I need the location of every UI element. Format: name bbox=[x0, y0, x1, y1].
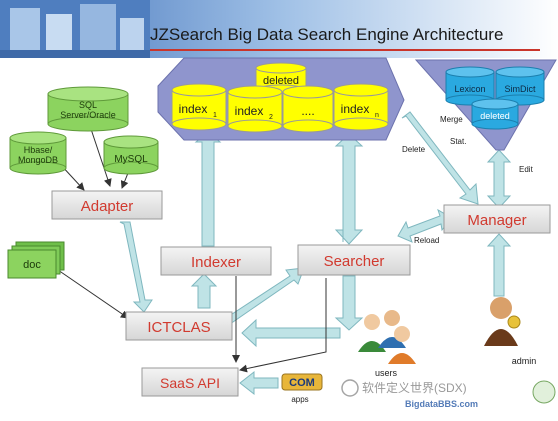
dict-deleted-cylinder: deleted bbox=[471, 98, 519, 130]
searcher-box: Searcher bbox=[297, 244, 411, 276]
saas-label: SaaS API bbox=[160, 375, 220, 391]
index1-subscript: 1 bbox=[213, 112, 217, 119]
line-sql-adapter bbox=[89, 125, 112, 187]
adapter-label: Adapter bbox=[81, 198, 134, 215]
index-store-cylinders: deleted index 1 index 2 .... bbox=[171, 62, 389, 133]
dict-deleted-label: deleted bbox=[480, 111, 510, 121]
dots-label: .... bbox=[301, 104, 314, 118]
admin-icon bbox=[484, 297, 521, 346]
admin-label: admin bbox=[512, 356, 537, 366]
doc-label: doc bbox=[23, 259, 41, 271]
index2-label: index bbox=[235, 104, 264, 118]
indexer-label: Indexer bbox=[191, 254, 241, 271]
users-icon bbox=[358, 310, 416, 364]
arrow-manager-dict bbox=[486, 149, 512, 209]
arrow-ictclas-indexer bbox=[190, 273, 218, 309]
hbase-db: Hbase/ MongoDB bbox=[9, 131, 67, 175]
watermark-cn: 软件定义世界(SDX) bbox=[362, 380, 467, 395]
stat-label: Stat. bbox=[450, 137, 466, 146]
edit-label: Edit bbox=[519, 165, 534, 174]
mysql-db: MySQL bbox=[103, 135, 159, 175]
line-searcher-saas bbox=[239, 278, 327, 373]
arrow-indexer-to-index bbox=[194, 131, 222, 247]
index1-cylinder: index 1 bbox=[171, 83, 227, 131]
sql-db: SQL Server/Oracle bbox=[47, 86, 129, 132]
simdict-label: SimDict bbox=[505, 84, 536, 94]
watermark-site: BigdataBBS.com bbox=[405, 399, 478, 409]
page-title: JZSearch Big Data Search Engine Architec… bbox=[150, 25, 503, 44]
watermark: 软件定义世界(SDX) BigdataBBS.com bbox=[341, 379, 556, 409]
flow-arrows bbox=[119, 111, 512, 396]
arrow-adapter-ictclas bbox=[119, 221, 153, 313]
adapter-box: Adapter bbox=[51, 190, 163, 220]
dict-cylinders: Lexicon SimDict deleted bbox=[445, 66, 545, 130]
doc-stack: doc bbox=[7, 241, 65, 279]
merge-label: Merge bbox=[440, 115, 463, 124]
apps-icon: COM bbox=[281, 373, 323, 391]
indexn-label: index bbox=[341, 102, 370, 116]
indexn-subscript: n bbox=[375, 112, 379, 119]
ictclas-label: ICTCLAS bbox=[147, 319, 210, 336]
arrow-manager-index bbox=[401, 111, 479, 205]
arrow-apps-saas bbox=[239, 370, 279, 396]
indexer-box: Indexer bbox=[160, 246, 272, 276]
index2-subscript: 2 bbox=[269, 114, 273, 121]
users-label: users bbox=[375, 368, 398, 378]
deleted-label: deleted bbox=[263, 75, 299, 87]
arrow-searcher-ictclas bbox=[241, 318, 341, 348]
delete-label: Delete bbox=[402, 145, 426, 154]
searcher-label: Searcher bbox=[324, 253, 385, 270]
mysql-label: MySQL bbox=[114, 154, 148, 165]
manager-box: Manager bbox=[443, 204, 551, 234]
reload-label: Reload bbox=[414, 236, 439, 245]
lexicon-label: Lexicon bbox=[454, 84, 485, 94]
apps-label: apps bbox=[291, 395, 308, 404]
line-doc-ictclas bbox=[57, 269, 129, 319]
header-photo bbox=[0, 0, 150, 58]
indexn-cylinder: index n bbox=[333, 83, 389, 131]
hbase-label: Hbase/ MongoDB bbox=[17, 145, 59, 165]
arrow-manager-searcher bbox=[397, 208, 453, 243]
arrow-searcher-users bbox=[334, 275, 364, 331]
com-label: COM bbox=[289, 377, 315, 389]
ictclas-box: ICTCLAS bbox=[125, 311, 233, 341]
arrow-searcher-index bbox=[334, 133, 364, 245]
simdict-cylinder: SimDict bbox=[495, 66, 545, 106]
arrow-ictclas-searcher bbox=[225, 267, 305, 325]
dots-cylinder: .... bbox=[282, 85, 334, 133]
saas-box: SaaS API bbox=[141, 367, 239, 397]
sql-label: SQL Server/Oracle bbox=[60, 100, 116, 120]
site-logo-icon bbox=[532, 380, 556, 404]
arrow-admin-manager bbox=[486, 233, 512, 297]
index2-cylinder: index 2 bbox=[227, 85, 283, 133]
index1-label: index bbox=[179, 102, 208, 116]
wechat-icon bbox=[341, 379, 359, 397]
manager-label: Manager bbox=[467, 212, 526, 229]
